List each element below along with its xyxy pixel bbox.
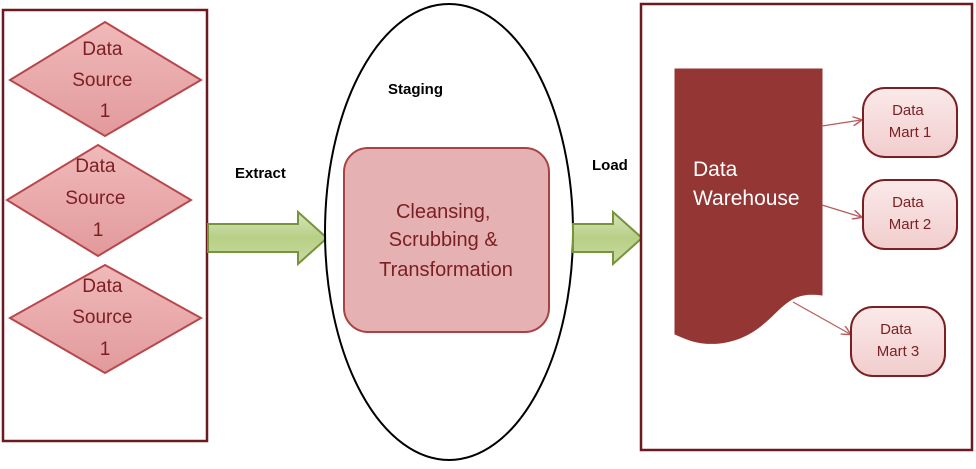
connector-mart-2 bbox=[821, 204, 861, 217]
data-mart-2: Data Mart 2 bbox=[862, 179, 958, 250]
source-label-line: 1 bbox=[100, 339, 111, 360]
data-mart-1: Data Mart 1 bbox=[862, 87, 958, 158]
data-mart-3: Data Mart 3 bbox=[850, 306, 946, 377]
extract-arrow bbox=[207, 209, 329, 267]
load-arrow bbox=[572, 209, 644, 267]
warehouse-label-line: Data bbox=[693, 158, 738, 181]
process-label-line: Transformation bbox=[379, 259, 513, 281]
mart-label-line: Data bbox=[892, 194, 924, 211]
source-label-line: 1 bbox=[93, 220, 104, 241]
source-label-line: Source bbox=[65, 188, 125, 209]
mart-label-line: Data bbox=[880, 321, 912, 338]
staging-label: Staging bbox=[388, 81, 443, 98]
svg-text:Cleansing, Scrubbing &: Cleansing, Scrubbing & Transformation bbox=[379, 201, 513, 281]
svg-text:Data Source 1: Data Source 1 bbox=[72, 276, 137, 360]
svg-text:Data Mart 2: Data Mart 2 bbox=[889, 194, 932, 233]
load-label: Load bbox=[592, 157, 628, 174]
svg-text:Data Source 1: Data Source 1 bbox=[65, 156, 130, 241]
staging-process-box: Cleansing, Scrubbing & Transformation bbox=[343, 147, 550, 333]
data-warehouse: Data Warehouse bbox=[674, 68, 823, 344]
mart-label-line: Mart 2 bbox=[889, 216, 932, 233]
warehouse-label-line: Warehouse bbox=[693, 187, 800, 210]
source-label-line: 1 bbox=[100, 101, 111, 122]
process-label-line: Scrubbing & bbox=[389, 229, 499, 251]
svg-text:Data Warehouse: Data Warehouse bbox=[693, 158, 800, 210]
data-source-2: Data Source 1 bbox=[5, 143, 193, 258]
process-label-line: Cleansing, bbox=[396, 201, 491, 223]
mart-label-line: Data bbox=[892, 102, 924, 119]
data-source-1: Data Source 1 bbox=[8, 20, 203, 138]
mart-label-line: Mart 3 bbox=[877, 343, 920, 360]
source-label-line: Source bbox=[72, 307, 132, 328]
source-label-line: Data bbox=[82, 276, 123, 297]
svg-text:Data Source 1: Data Source 1 bbox=[72, 39, 137, 122]
source-label-line: Data bbox=[82, 39, 123, 60]
extract-label: Extract bbox=[235, 165, 286, 182]
svg-text:Data Mart 3: Data Mart 3 bbox=[877, 321, 920, 360]
source-label-line: Data bbox=[75, 156, 116, 177]
source-label-line: Source bbox=[72, 70, 132, 91]
connector-mart-1 bbox=[821, 120, 861, 127]
data-source-3: Data Source 1 bbox=[7, 263, 204, 375]
connector-mart-3 bbox=[792, 301, 850, 334]
mart-label-line: Mart 1 bbox=[889, 124, 932, 141]
svg-text:Data Mart 1: Data Mart 1 bbox=[889, 102, 932, 141]
